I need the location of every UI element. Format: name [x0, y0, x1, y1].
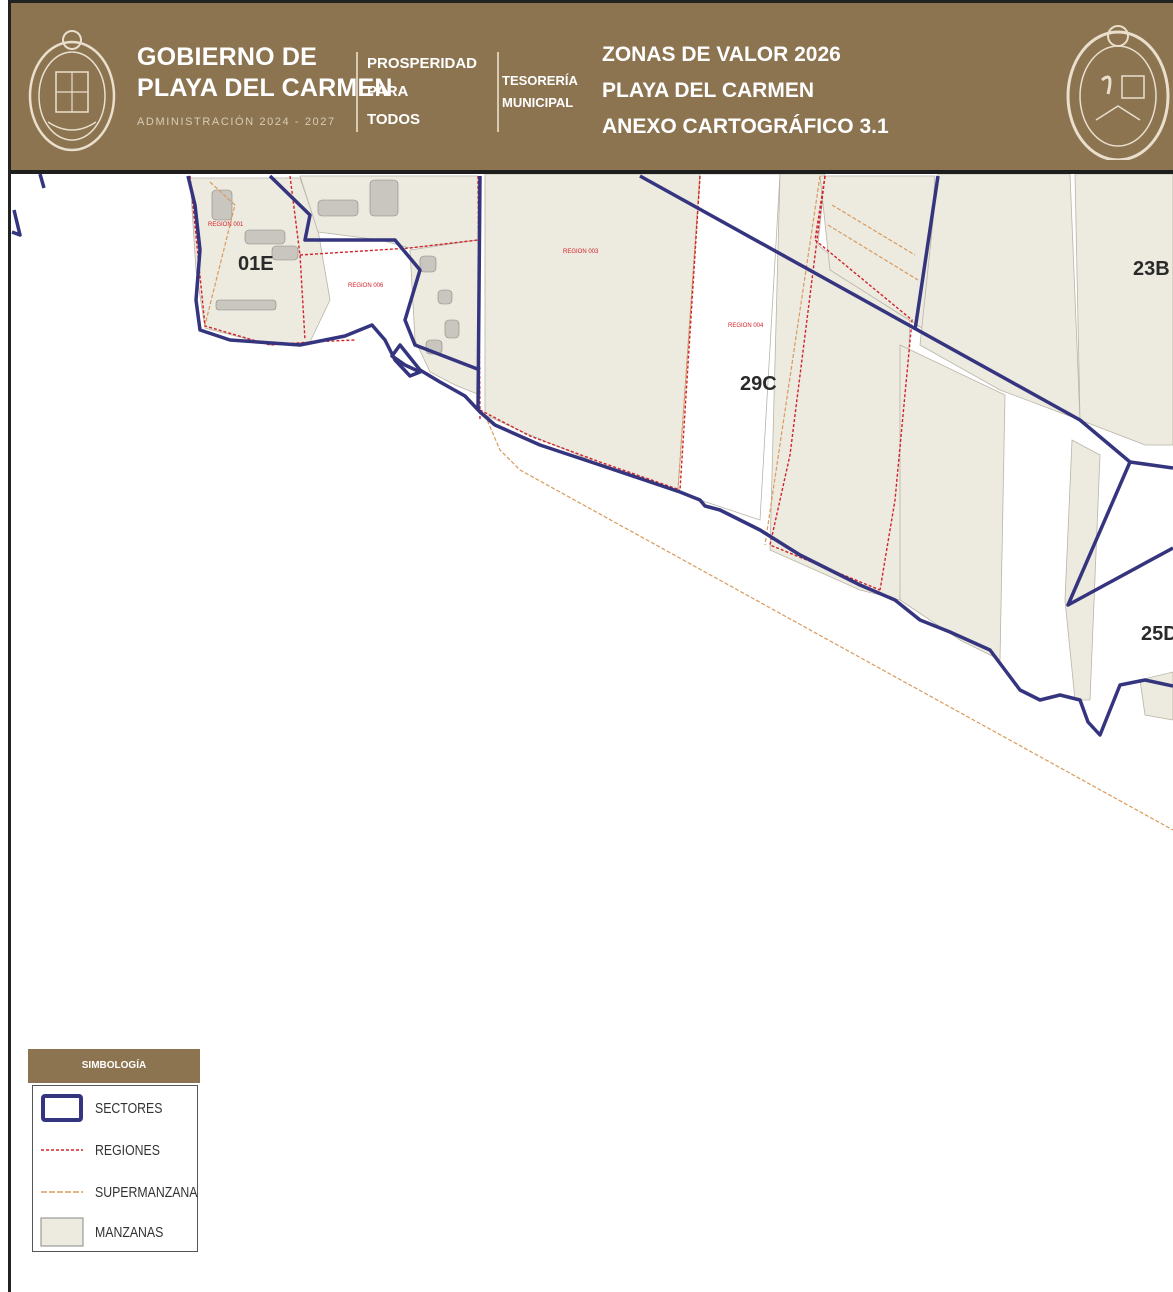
slogan: PROSPERIDAD PARA TODOS — [367, 50, 477, 134]
treasury-line2: MUNICIPAL — [502, 95, 574, 110]
region-label-003: REGION 003 — [563, 249, 599, 255]
legend-item-supermanzana: SUPERMANZANA — [33, 1172, 213, 1212]
header-band — [11, 3, 1173, 171]
manzana-blocks — [189, 173, 1173, 721]
title-line1: ZONAS DE VALOR 2026 — [602, 43, 841, 66]
slogan-line1: PROSPERIDAD — [367, 55, 478, 72]
map-legend: SIMBOLOGÍA SECTORES REGIONES SUPERMANZAN… — [28, 1049, 200, 1252]
document-title: ZONAS DE VALOR 2026 PLAYA DEL CARMEN ANE… — [602, 37, 889, 145]
region-dashed-line-icon — [41, 1149, 83, 1151]
municipal-seal-left — [28, 30, 116, 152]
treasury-label: TESORERÍA MUNICIPAL — [502, 70, 578, 114]
legend-label-manzanas: MANZANAS — [95, 1224, 164, 1241]
legend-items: SECTORES REGIONES SUPERMANZANA MANZANAS — [32, 1085, 198, 1252]
sector-lines — [11, 173, 1173, 737]
legend-label-supermanzana: SUPERMANZANA — [95, 1184, 198, 1201]
header-divider — [11, 170, 1173, 174]
header-separator — [497, 52, 499, 132]
header-separator — [356, 52, 358, 132]
frame-top-border — [8, 0, 1173, 3]
region-label-006: REGION 006 — [348, 283, 384, 289]
sector-label-01e: 01E — [238, 253, 274, 275]
slogan-line3: TODOS — [367, 111, 421, 128]
legend-item-sectores: SECTORES — [33, 1088, 213, 1128]
administration-period: ADMINISTRACIÓN 2024 - 2027 — [137, 116, 336, 128]
sector-labels: 01E 29C 23B 25D — [238, 253, 1173, 645]
government-name-line2: PLAYA DEL CARMEN — [137, 74, 393, 102]
frame-left-border — [8, 0, 11, 1292]
building-blocks — [211, 179, 460, 355]
sector-label-29c: 29C — [740, 373, 777, 395]
legend-item-regiones: REGIONES — [33, 1130, 213, 1170]
legend-label-sectores: SECTORES — [95, 1100, 163, 1117]
region-label-001: REGION 001 — [208, 222, 244, 228]
region-label-004: REGION 004 — [728, 323, 764, 329]
slogan-line2: PARA — [367, 83, 409, 100]
title-line3: ANEXO CARTOGRÁFICO 3.1 — [602, 115, 889, 138]
manzana-fill-icon — [40, 1217, 84, 1247]
sector-label-25d: 25D — [1141, 623, 1173, 645]
legend-title: SIMBOLOGÍA — [28, 1049, 200, 1083]
title-line2: PLAYA DEL CARMEN — [602, 79, 814, 102]
sector-label-23b: 23B — [1133, 258, 1170, 280]
sector-outline-icon — [41, 1094, 83, 1122]
supermanzana-dashed-line-icon — [41, 1191, 83, 1193]
legend-label-regiones: REGIONES — [95, 1142, 160, 1159]
treasury-line1: TESORERÍA — [502, 73, 578, 88]
legend-item-manzanas: MANZANAS — [33, 1212, 213, 1252]
government-name: GOBIERNO DE PLAYA DEL CARMEN — [137, 42, 393, 104]
government-name-line1: GOBIERNO DE — [137, 43, 317, 71]
supermanzana-lines — [204, 175, 1173, 831]
municipal-seal-right — [1066, 25, 1170, 160]
region-labels: REGION 001 REGION 006 REGION 003 REGION … — [208, 222, 764, 329]
